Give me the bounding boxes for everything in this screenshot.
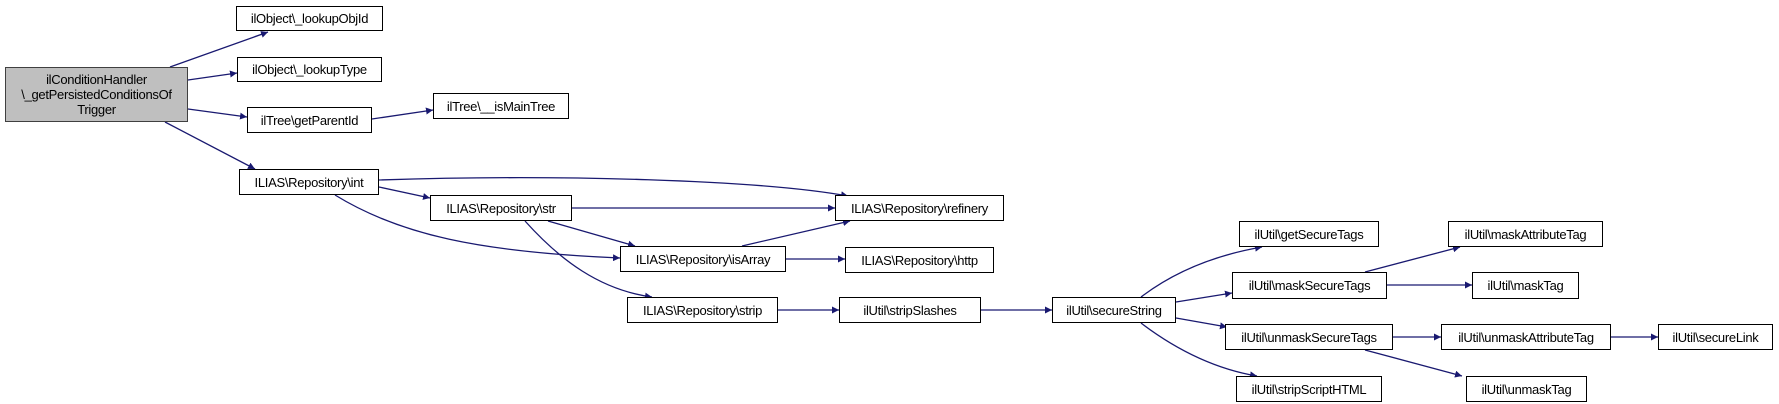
edge-root-to-lookupType <box>187 70 238 81</box>
edge-secureString-to-getSecureTags <box>1140 244 1263 298</box>
node-repository-str[interactable]: ILIAS\Repository\str <box>430 195 572 221</box>
node-strip-slashes[interactable]: ilUtil\stripSlashes <box>839 297 981 323</box>
node-root-ilconditionhandler[interactable]: ilConditionHandler \_getPersistedConditi… <box>5 67 188 122</box>
node-label: ilUtil\maskSecureTags <box>1248 278 1371 293</box>
node-unmask-attribute-tag[interactable]: ilUtil\unmaskAttributeTag <box>1441 324 1611 350</box>
edge-int-to-str <box>378 186 431 200</box>
node-label: ilObject\_lookupObjId <box>250 11 369 26</box>
node-strip-script-html[interactable]: ilUtil\stripScriptHTML <box>1236 376 1382 402</box>
edge-getParentId-to-isMainTree <box>371 107 434 120</box>
node-label: ilUtil\stripSlashes <box>863 302 957 318</box>
edge-root-to-int <box>164 121 256 170</box>
root-label-line-1: ilConditionHandler <box>46 72 147 87</box>
edge-root-to-lookupObjId <box>169 31 269 68</box>
node-lookup-obj-id[interactable]: ilObject\_lookupObjId <box>236 6 383 31</box>
node-label: ilUtil\unmaskAttributeTag <box>1458 329 1594 345</box>
node-lookup-type[interactable]: ilObject\_lookupType <box>237 57 382 82</box>
edge-int-to-refinery <box>378 177 849 199</box>
edge-str-to-strip <box>524 220 653 300</box>
node-label: ILIAS\Repository\str <box>446 200 556 216</box>
node-label: ilObject\_lookupType <box>252 62 367 77</box>
node-unmask-secure-tags[interactable]: ilUtil\unmaskSecureTags <box>1225 324 1393 350</box>
node-label: ILIAS\Repository\strip <box>642 302 763 318</box>
edge-unmaskSecureTags-to-unmaskTag <box>1364 349 1463 378</box>
node-label: ILIAS\Repository\http <box>861 252 978 268</box>
node-label: ilUtil\secureLink <box>1672 329 1759 345</box>
node-repository-refinery[interactable]: ILIAS\Repository\refinery <box>835 195 1004 221</box>
node-label: ilTree\getParentId <box>260 112 359 128</box>
node-label: ilUtil\getSecureTags <box>1254 226 1364 242</box>
node-is-main-tree[interactable]: ilTree\__isMainTree <box>433 93 569 119</box>
node-get-parent-id[interactable]: ilTree\getParentId <box>247 107 372 133</box>
edge-str-to-isArray <box>547 220 636 248</box>
node-label: ilUtil\stripScriptHTML <box>1251 381 1367 397</box>
node-get-secure-tags[interactable]: ilUtil\getSecureTags <box>1239 221 1379 247</box>
node-repository-is-array[interactable]: ILIAS\Repository\isArray <box>620 246 786 272</box>
node-unmask-tag[interactable]: ilUtil\unmaskTag <box>1466 376 1587 402</box>
node-label: ilUtil\unmaskSecureTags <box>1241 329 1377 345</box>
edge-int-to-isArray <box>334 194 621 262</box>
edge-secureString-to-stripScriptHTML <box>1140 322 1258 379</box>
root-label-line-2: \_getPersistedConditionsOf <box>21 87 172 102</box>
node-label: ILIAS\Repository\refinery <box>850 200 988 216</box>
node-repository-int[interactable]: ILIAS\Repository\int <box>239 169 379 195</box>
node-label: ilUtil\maskAttributeTag <box>1464 226 1587 242</box>
node-mask-tag[interactable]: ilUtil\maskTag <box>1472 272 1579 299</box>
node-label: ILIAS\Repository\int <box>254 174 364 190</box>
edge-maskSecureTags-to-maskAttributeTag <box>1364 245 1461 273</box>
root-label-line-3: Trigger <box>77 102 116 117</box>
node-repository-strip[interactable]: ILIAS\Repository\strip <box>627 297 778 323</box>
node-repository-http[interactable]: ILIAS\Repository\http <box>845 247 994 273</box>
edge-secureString-to-maskSecureTags <box>1175 290 1233 303</box>
edge-isArray-to-refinery <box>741 219 851 247</box>
edge-root-to-getParentId <box>187 108 248 120</box>
edge-secureString-to-unmaskSecureTags <box>1175 317 1228 330</box>
node-label: ilUtil\secureString <box>1066 302 1162 318</box>
node-mask-secure-tags[interactable]: ilUtil\maskSecureTags <box>1232 272 1387 299</box>
node-mask-attribute-tag[interactable]: ilUtil\maskAttributeTag <box>1448 221 1603 247</box>
node-secure-link[interactable]: ilUtil\secureLink <box>1658 324 1773 350</box>
node-label: ILIAS\Repository\isArray <box>635 251 771 267</box>
node-label: ilUtil\unmaskTag <box>1481 381 1572 397</box>
node-secure-string[interactable]: ilUtil\secureString <box>1052 297 1176 323</box>
node-label: ilUtil\maskTag <box>1487 278 1564 293</box>
node-label: ilTree\__isMainTree <box>446 98 556 114</box>
